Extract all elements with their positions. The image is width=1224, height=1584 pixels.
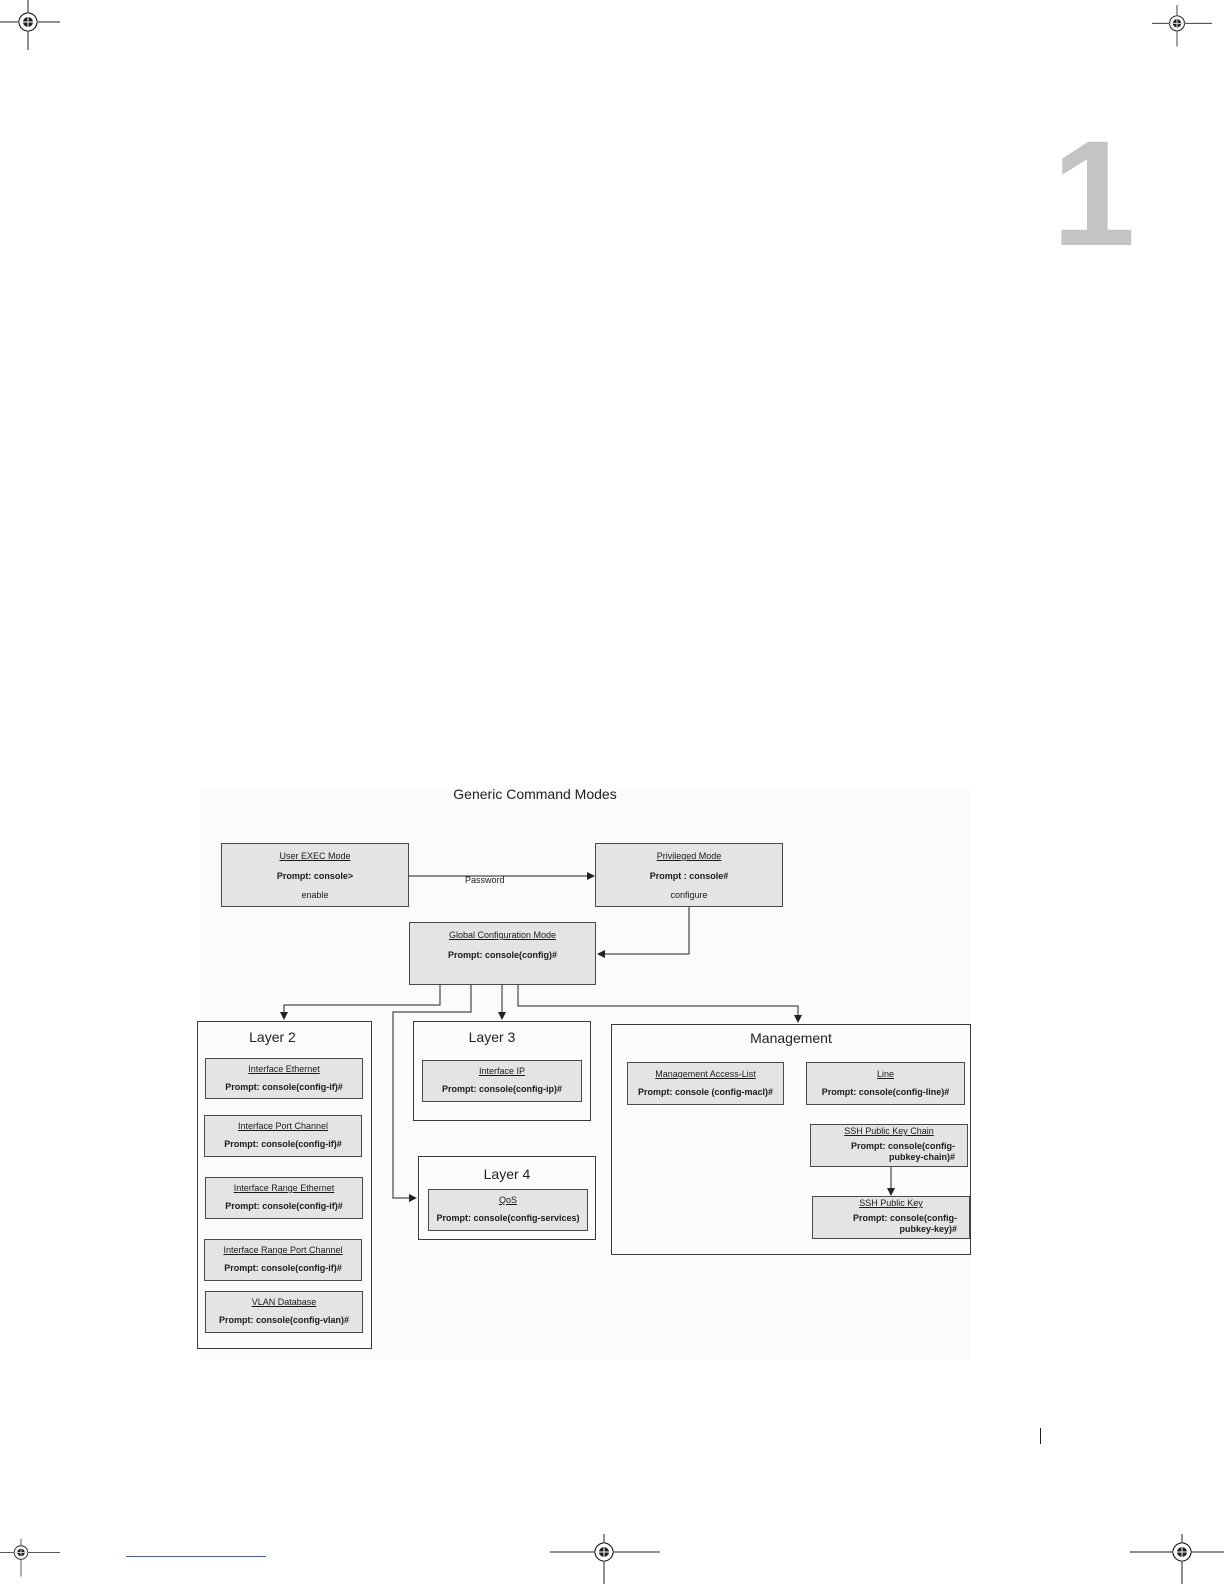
crop-mark-bottom-center-icon [550, 1534, 660, 1584]
mode-name: Line [876, 1069, 894, 1079]
mode-prompt: Prompt: console(config-pubkey-chain)# [851, 1141, 955, 1162]
mode-prompt: Prompt: console(config-if)# [224, 1139, 342, 1149]
mode-prompt: Prompt: console(config-services) [436, 1213, 580, 1223]
mode-line: Line Prompt: console(config-line)# [806, 1062, 965, 1105]
mode-name: Interface IP [478, 1066, 526, 1076]
edge-global-to-layer2 [280, 985, 441, 1020]
mode-name: QoS [498, 1195, 517, 1205]
mode-ssh-public-key-chain: SSH Public Key Chain Prompt: console(con… [810, 1124, 968, 1167]
edge-global-to-management [517, 985, 802, 1023]
mode-interface-range-ethernet: Interface Range Ethernet Prompt: console… [205, 1177, 363, 1219]
mode-interface-range-port-channel: Interface Range Port Channel Prompt: con… [204, 1239, 362, 1281]
edge-privileged-to-global [597, 907, 690, 958]
mode-prompt: Prompt: console(config-ip)# [442, 1084, 562, 1094]
mode-user-exec: User EXEC Mode Prompt: console> enable [221, 843, 409, 907]
mode-name: SSH Public Key [859, 1198, 923, 1208]
mode-name: Global Configuration Mode [448, 930, 557, 940]
mode-interface-ethernet: Interface Ethernet Prompt: console(confi… [205, 1058, 363, 1099]
mode-name: Interface Ethernet [248, 1064, 320, 1074]
footer-link-underline [126, 1556, 266, 1557]
group-title-management: Management [750, 1030, 832, 1046]
edge-global-to-layer4 [392, 985, 472, 1202]
mode-prompt: Prompt: console(config-line)# [821, 1087, 950, 1097]
mode-prompt: Prompt: console (config-macl)# [637, 1087, 773, 1097]
mode-name: SSH Public Key Chain [844, 1126, 934, 1136]
crop-mark-bottom-left-icon [0, 1539, 60, 1577]
mode-prompt: Prompt: console(config-pubkey-key)# [853, 1213, 957, 1234]
mode-prompt: Prompt: console(config)# [447, 950, 557, 960]
mode-name: Interface Range Ethernet [233, 1183, 335, 1193]
mode-interface-ip: Interface IP Prompt: console(config-ip)# [422, 1060, 582, 1102]
mode-name: Management Access-List [655, 1069, 756, 1079]
mode-name: Interface Range Port Channel [223, 1245, 343, 1255]
mode-global-config: Global Configuration Mode Prompt: consol… [409, 922, 596, 985]
mode-prompt: Prompt : console# [649, 871, 729, 881]
mode-command: configure [670, 890, 708, 900]
mode-ssh-public-key: SSH Public Key Prompt: console(config-pu… [812, 1196, 970, 1239]
mode-prompt: Prompt: console(config-if)# [224, 1263, 342, 1273]
mode-privileged: Privileged Mode Prompt : console# config… [595, 843, 783, 907]
mode-name: User EXEC Mode [279, 851, 351, 861]
mode-name: Privileged Mode [656, 851, 722, 861]
group-title-layer-2: Layer 2 [249, 1029, 296, 1045]
mode-name: VLAN Database [251, 1297, 317, 1307]
page-number-separator [1040, 1428, 1041, 1444]
mode-command: enable [301, 890, 329, 900]
crop-mark-top-left-icon [0, 0, 60, 50]
mode-name: Interface Port Channel [237, 1121, 329, 1131]
mode-interface-port-channel: Interface Port Channel Prompt: console(c… [204, 1115, 362, 1157]
mode-prompt: Prompt: console(config-if)# [225, 1201, 343, 1211]
mode-vlan-database: VLAN Database Prompt: console(config-vla… [205, 1291, 363, 1333]
mode-management-access-list: Management Access-List Prompt: console (… [627, 1062, 784, 1105]
edge-label-password: Password [465, 875, 505, 885]
mode-prompt: Prompt: console> [276, 871, 354, 881]
group-title-layer-4: Layer 4 [483, 1166, 531, 1182]
crop-mark-bottom-right-icon [1130, 1534, 1224, 1584]
figure-title: Generic Command Modes [453, 786, 617, 802]
mode-prompt: Prompt: console(config-if)# [225, 1082, 343, 1092]
mode-qos: QoS Prompt: console(config-services) [428, 1189, 588, 1231]
group-title-layer-3: Layer 3 [468, 1029, 516, 1045]
mode-prompt: Prompt: console(config-vlan)# [218, 1315, 349, 1325]
crop-mark-top-right-icon [1152, 5, 1212, 47]
